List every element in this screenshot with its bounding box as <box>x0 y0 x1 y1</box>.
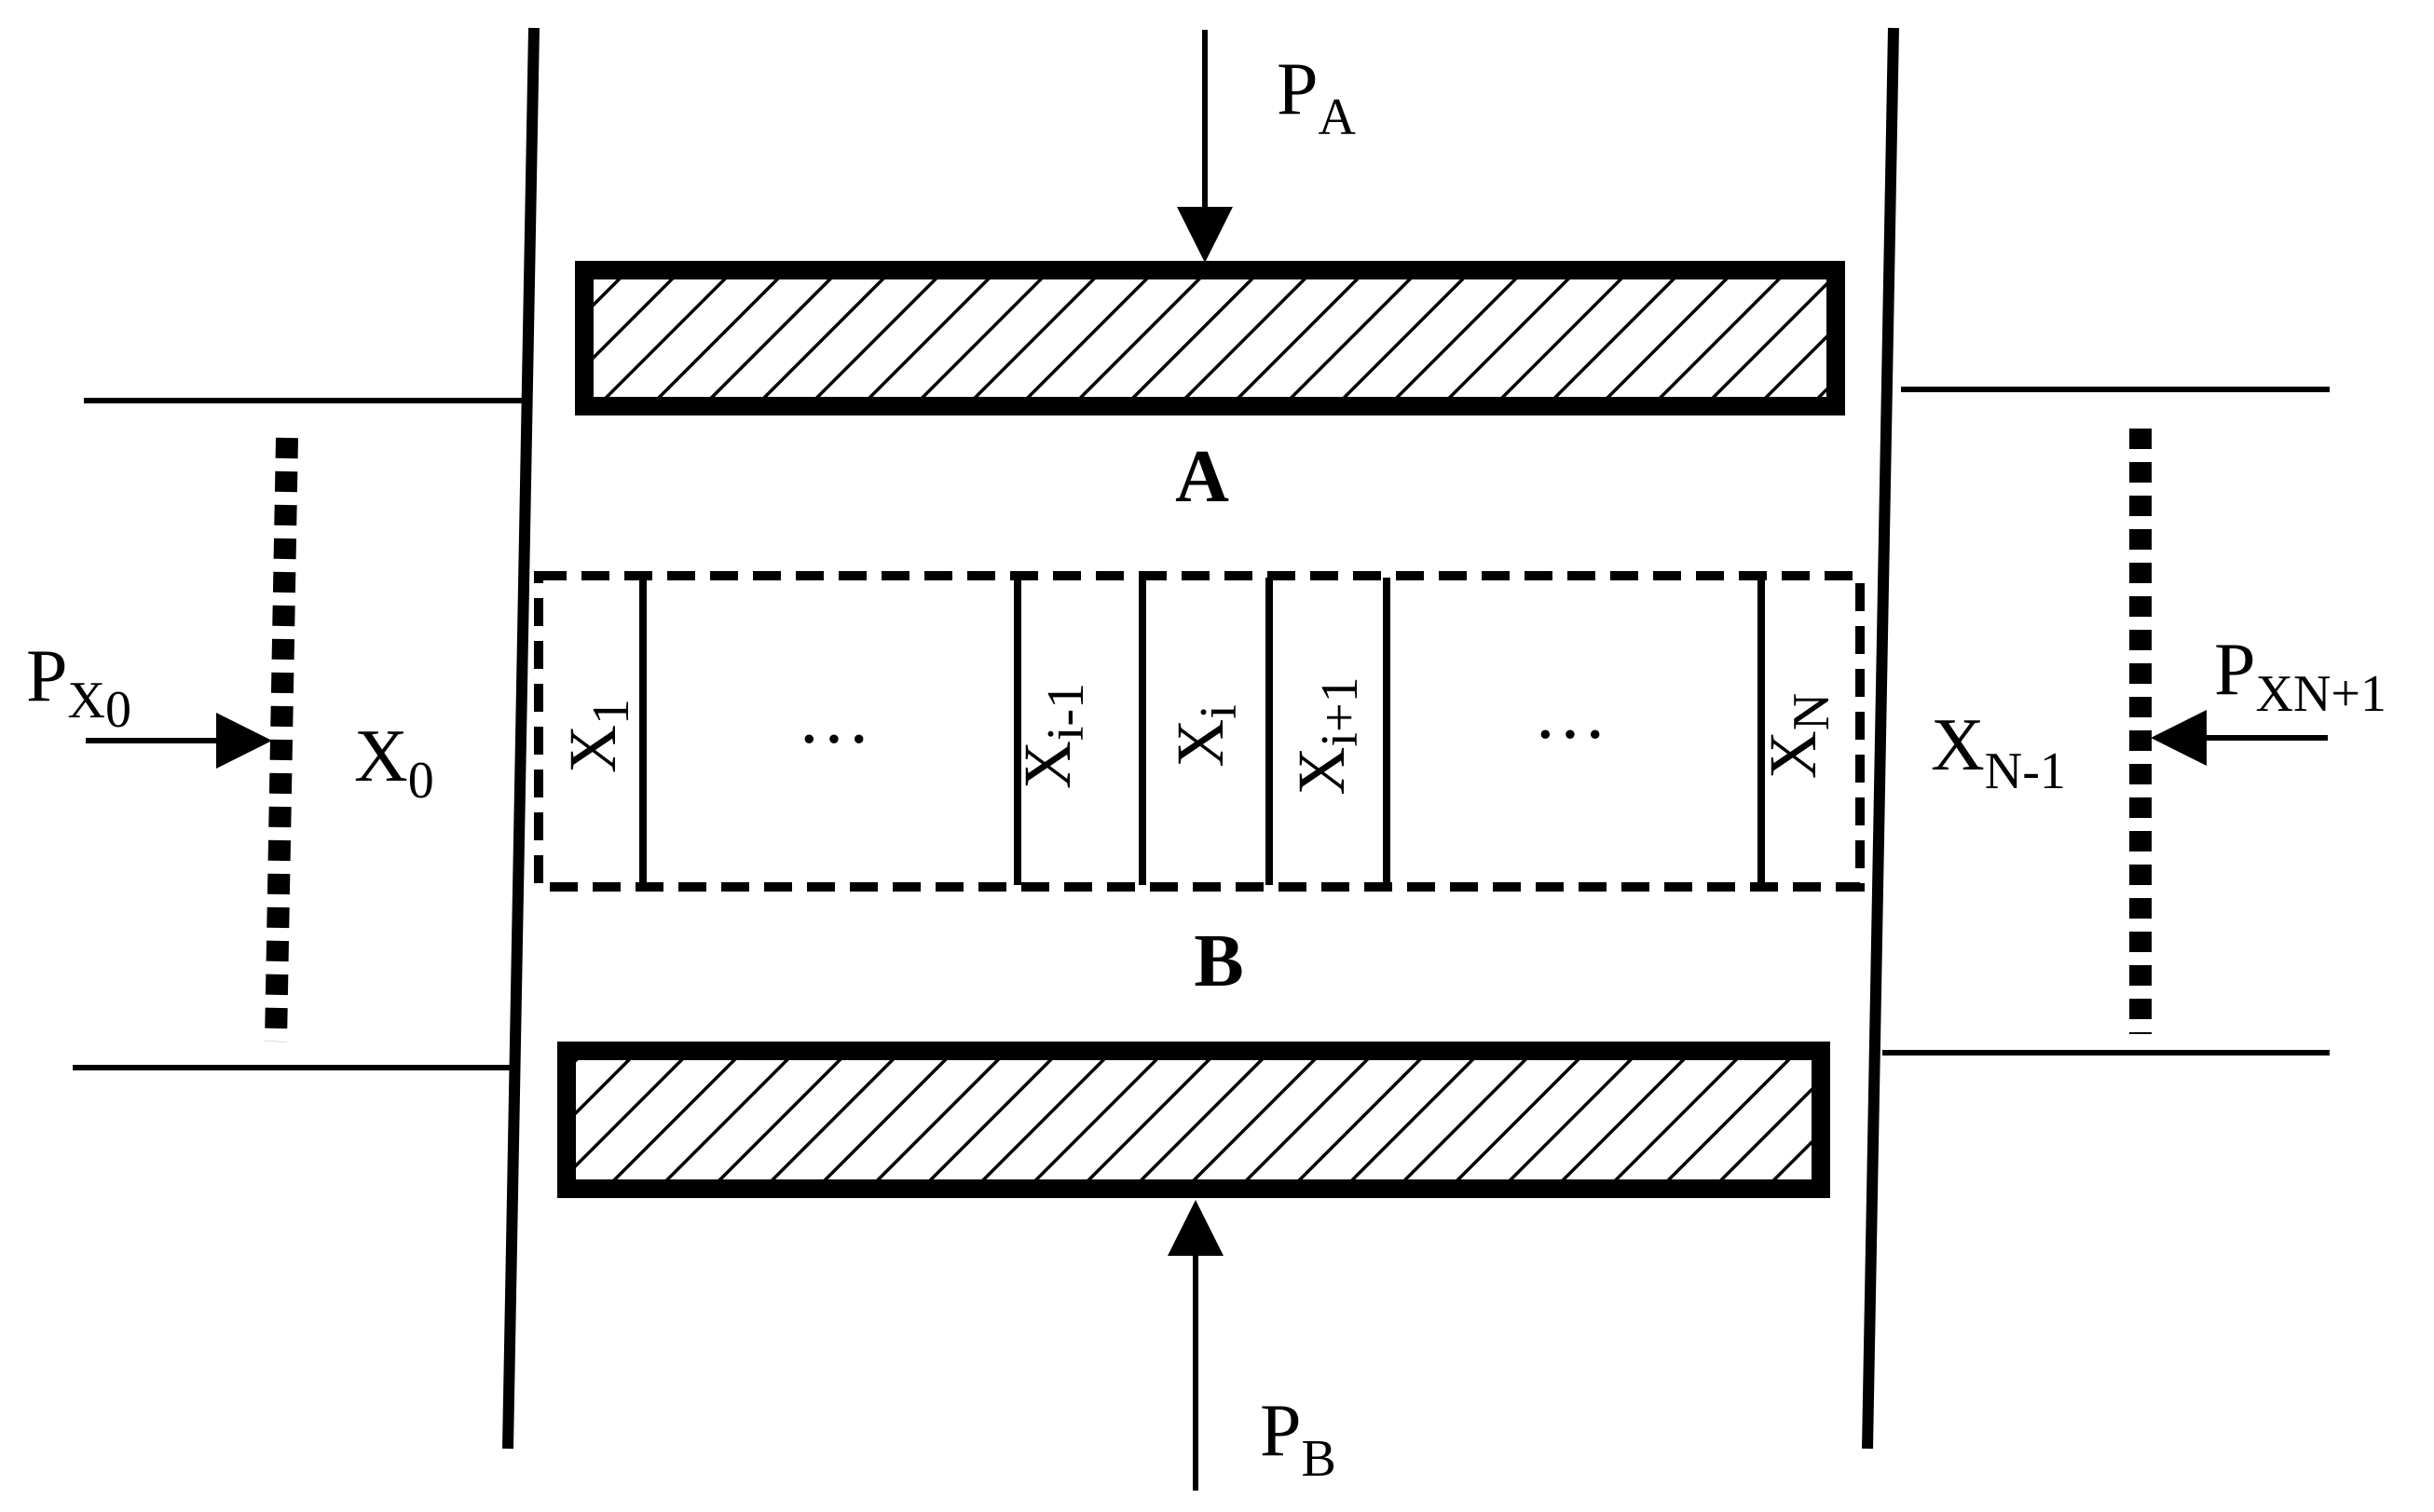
chain-region <box>534 571 1865 892</box>
label-force-bottom: PB <box>1260 1390 1336 1488</box>
wall-right <box>1862 27 1899 1450</box>
label-force-left: PX0 <box>26 635 131 739</box>
plate-top <box>575 261 1845 415</box>
label-force-right: PXN+1 <box>2214 629 2386 723</box>
label-cell-xi-minus: Xi-1 <box>1010 683 1095 789</box>
label-cell-xi: Xi <box>1163 704 1248 768</box>
label-force-top: PA <box>1277 48 1357 146</box>
wall-left <box>502 27 540 1450</box>
ellipsis-right: ··· <box>1533 694 1607 776</box>
label-region-x0: X0 <box>354 715 434 810</box>
label-region-xn1: XN-1 <box>1931 704 2066 800</box>
membrane-left <box>265 437 298 1042</box>
label-region-a: A <box>1175 436 1229 518</box>
ellipsis-left: ··· <box>797 699 871 781</box>
label-cell-x1: X1 <box>555 699 640 773</box>
label-region-b: B <box>1194 920 1243 1002</box>
label-cell-xi-plus: Xi+1 <box>1284 676 1369 795</box>
label-cell-xn: XN <box>1756 693 1840 779</box>
plate-bottom <box>557 1042 1830 1198</box>
